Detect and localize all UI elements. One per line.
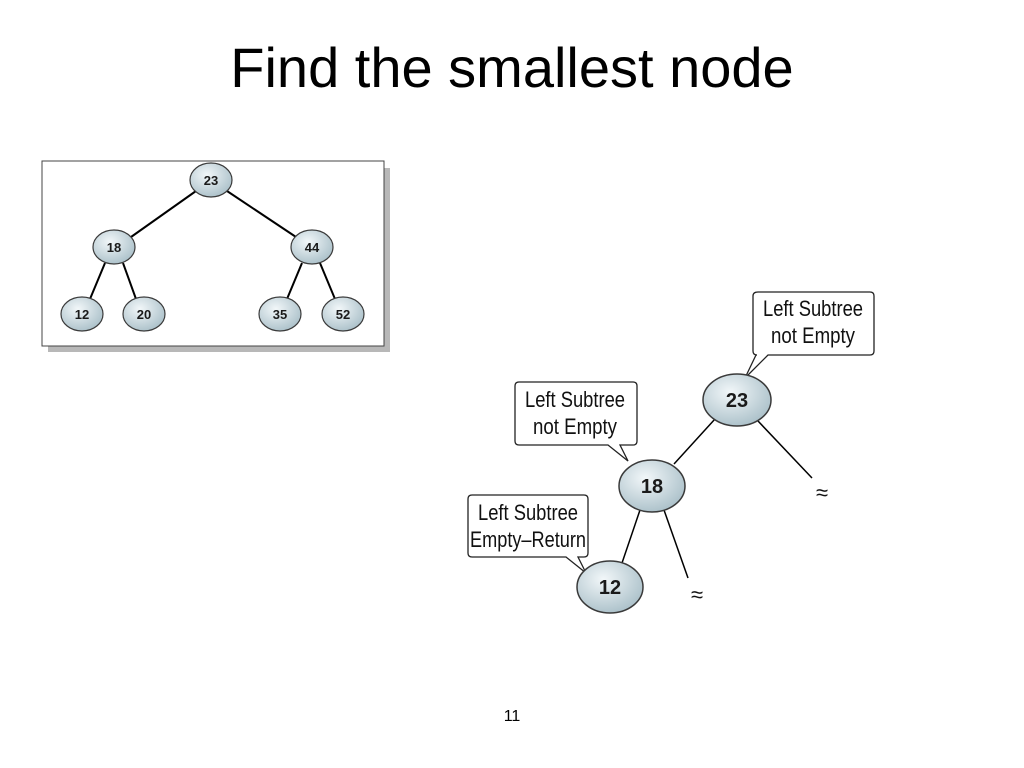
traversal-node-23: 23 [702,373,772,427]
traversal-diagram: ≈ ≈ Left Subtree not Empty Left Subtree … [467,291,875,614]
traversal-edges [621,418,813,579]
node-label: 12 [599,577,621,599]
omitted-subtree-symbol: ≈ [691,582,703,607]
edge-18-20 [122,262,137,300]
edge-18-12 [89,262,106,300]
node-label: 20 [137,307,151,322]
slide-title: Find the smallest node [230,36,794,99]
callout-line-2: Empty–Return [470,527,586,552]
callout-root: Left Subtree not Empty [744,291,875,379]
omitted-subtree-symbol: ≈ [816,480,828,505]
node-label: 18 [107,240,121,255]
bst-example-node-12: 12 [60,296,104,332]
callout-bottom: Left Subtree Empty–Return [467,494,589,574]
bst-example-node-23: 23 [189,162,233,198]
edge-18-omitted [663,509,689,579]
callout-line-2: not Empty [771,323,855,348]
edge-44-35 [286,262,303,300]
node-label: 52 [336,307,350,322]
bst-example-node-20: 20 [122,296,166,332]
node-label: 12 [75,307,89,322]
node-label: 18 [641,476,663,498]
callout-bubble [744,291,875,379]
callout-line-1: Left Subtree [525,387,625,412]
page-number: 11 [503,708,521,725]
bst-example-edges [89,190,336,300]
node-label: 23 [204,173,218,188]
edge-44-52 [319,262,336,300]
node-label: 23 [726,390,748,412]
node-label: 44 [305,240,320,255]
bst-example-node-18: 18 [92,229,136,265]
bst-example-node-35: 35 [258,296,302,332]
edge-23-omitted [757,420,813,479]
callout-middle: Left Subtree not Empty [514,381,638,462]
edge-18-12 [621,509,641,564]
edge-23-18 [673,418,716,465]
callout-line-2: not Empty [533,414,617,439]
traversal-node-18: 18 [618,459,686,513]
traversal-node-12: 12 [576,560,644,614]
node-label: 35 [273,307,287,322]
bst-example-node-44: 44 [290,229,334,265]
callout-line-1: Left Subtree [763,296,863,321]
callout-bubble [467,494,589,574]
bst-example-node-52: 52 [321,296,365,332]
bst-example-panel: 23 18 44 12 20 35 52 [41,160,390,352]
callout-bubble [514,381,638,462]
callout-line-1: Left Subtree [478,500,578,525]
edge-23-44 [226,190,297,238]
edge-23-18 [130,190,197,238]
